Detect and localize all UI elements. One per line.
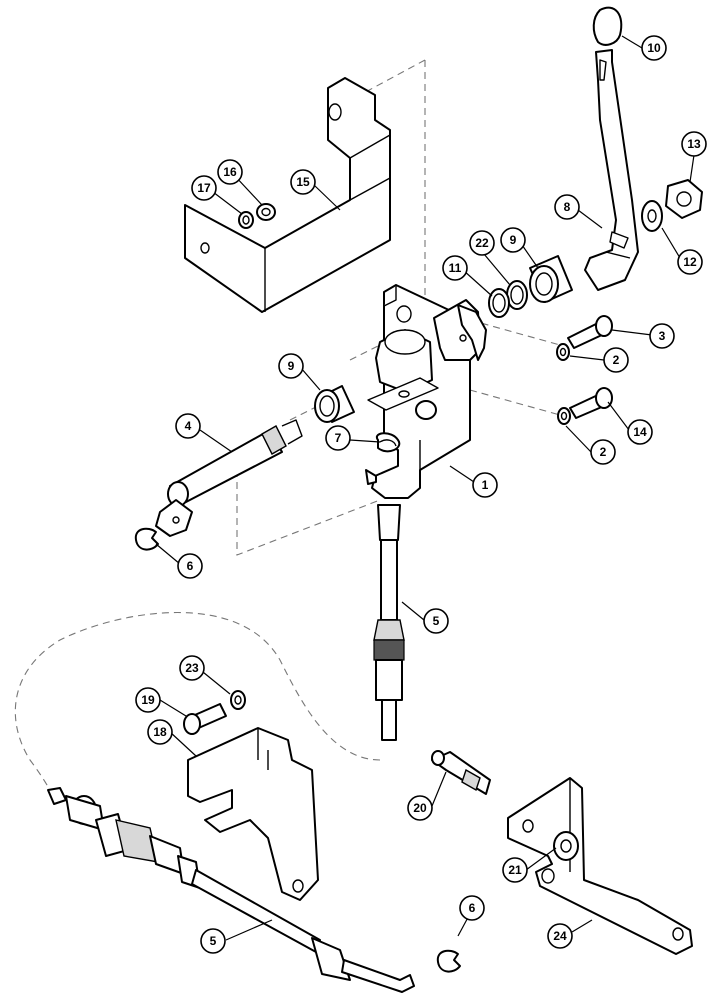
svg-text:12: 12 (683, 255, 697, 269)
svg-text:5: 5 (433, 614, 440, 628)
svg-text:22: 22 (475, 236, 489, 250)
svg-text:1: 1 (482, 478, 489, 492)
svg-text:5: 5 (210, 934, 217, 948)
callout-4: 4 (175, 413, 201, 439)
callout-13: 13 (681, 131, 707, 157)
callout-5-upper: 5 (423, 608, 449, 634)
cable-part-5-lower (47, 787, 415, 993)
callout-21: 21 (502, 857, 528, 883)
rod-part-5-upper (365, 469, 405, 741)
bushing-part-21 (553, 831, 579, 861)
clip-part-6-upper (134, 527, 159, 551)
svg-text:6: 6 (469, 901, 476, 915)
callout-10: 10 (641, 35, 667, 61)
clip-part-6-lower (436, 949, 461, 973)
stud-part-20 (431, 750, 491, 795)
svg-text:15: 15 (296, 175, 310, 189)
svg-text:17: 17 (197, 181, 211, 195)
svg-text:10: 10 (647, 41, 661, 55)
svg-text:19: 19 (141, 693, 155, 707)
svg-text:14: 14 (633, 425, 647, 439)
callout-12: 12 (677, 249, 703, 275)
svg-text:24: 24 (553, 929, 567, 943)
callout-8: 8 (554, 194, 580, 220)
svg-text:9: 9 (288, 359, 295, 373)
callout-5-lower: 5 (200, 928, 226, 954)
washer-part-23 (230, 690, 246, 710)
callout-9-upper: 9 (500, 227, 526, 253)
bracket-cover-part-15 (184, 77, 391, 313)
bracket-part-18 (187, 727, 319, 901)
lever-part-8 (584, 49, 639, 291)
bushing-part-9-lower (314, 385, 355, 423)
callout-19: 19 (135, 687, 161, 713)
nut-part-16 (256, 203, 276, 221)
callout-2-upper: 2 (603, 347, 629, 373)
bolt-part-19 (183, 703, 227, 735)
callout-3: 3 (649, 323, 675, 349)
callout-11: 11 (442, 255, 468, 281)
svg-text:11: 11 (449, 261, 462, 275)
clip-part-7 (375, 432, 401, 453)
callout-1: 1 (472, 472, 498, 498)
knob-part-10 (592, 6, 623, 46)
bolt-part-3 (567, 315, 613, 349)
main-bracket-part-1 (367, 284, 487, 499)
svg-text:4: 4 (185, 419, 192, 433)
callout-17: 17 (191, 175, 217, 201)
ring-part-22 (506, 280, 528, 310)
svg-text:23: 23 (185, 661, 199, 675)
pivot-shaft-part-4 (155, 419, 303, 537)
svg-text:3: 3 (659, 329, 666, 343)
callout-7: 7 (325, 425, 351, 451)
callout-24: 24 (547, 923, 573, 949)
svg-text:2: 2 (613, 353, 620, 367)
callout-6-lower: 6 (459, 895, 485, 921)
svg-text:21: 21 (508, 863, 522, 877)
bolt-part-14 (569, 387, 613, 419)
washer-part-17 (238, 211, 254, 229)
callout-16: 16 (217, 159, 243, 185)
svg-text:13: 13 (687, 137, 701, 151)
svg-text:2: 2 (600, 445, 607, 459)
callout-18: 18 (147, 719, 173, 745)
callout-2-lower: 2 (590, 439, 616, 465)
callout-14: 14 (627, 419, 653, 445)
callout-23: 23 (179, 655, 205, 681)
svg-text:16: 16 (223, 165, 237, 179)
svg-text:20: 20 (413, 801, 427, 815)
svg-text:8: 8 (564, 200, 571, 214)
washer-part-12 (641, 200, 663, 232)
callout-22: 22 (469, 230, 495, 256)
svg-text:18: 18 (153, 725, 167, 739)
washer-part-2-lower (557, 407, 571, 425)
svg-text:6: 6 (187, 559, 194, 573)
ring-part-11 (488, 288, 510, 318)
svg-text:9: 9 (510, 233, 517, 247)
callout-20: 20 (407, 795, 433, 821)
svg-text:7: 7 (335, 431, 342, 445)
plate-part-24 (507, 777, 693, 955)
leader-lines (155, 35, 695, 941)
callout-15: 15 (290, 169, 316, 195)
bushing-part-9-upper (529, 255, 573, 303)
washer-part-2-upper (556, 343, 570, 361)
nut-part-13 (665, 179, 703, 219)
callout-9-lower: 9 (278, 353, 304, 379)
callout-6-upper: 6 (177, 553, 203, 579)
